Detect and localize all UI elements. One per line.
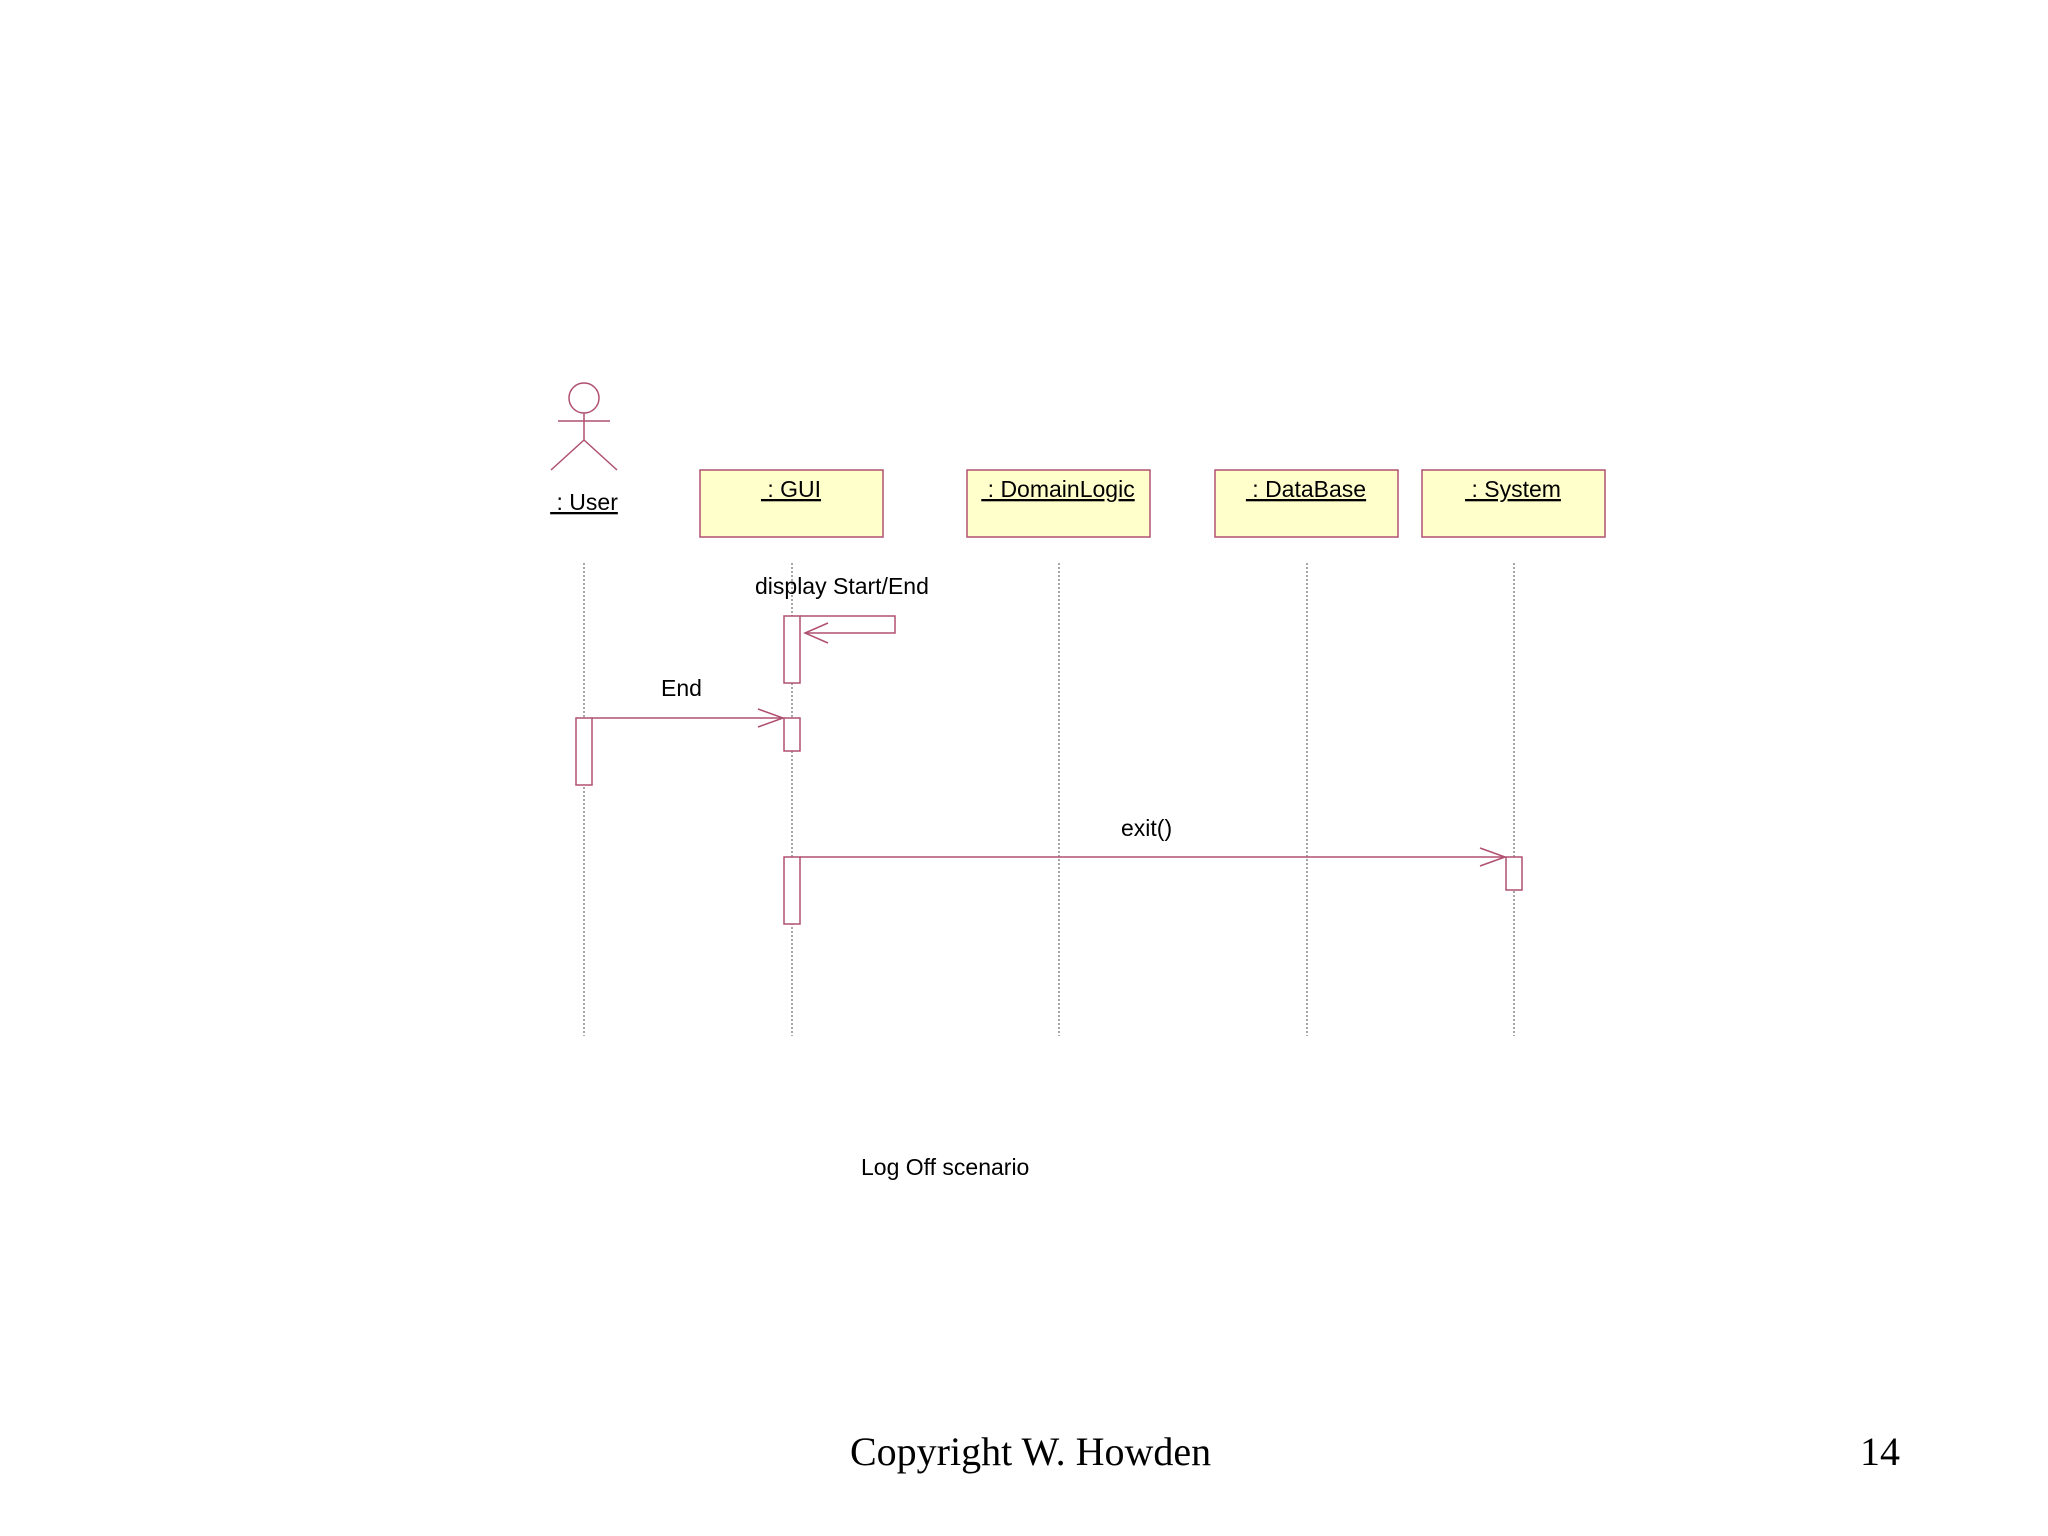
message-end: End [592, 675, 786, 728]
actor-label-user: : User [550, 489, 618, 515]
activation-user [575, 717, 593, 786]
stick-figure-icon [550, 382, 618, 471]
activation-gui-1 [783, 615, 801, 684]
object-label-domainlogic: : DomainLogic [981, 476, 1134, 502]
message-label-exit: exit() [1121, 815, 1172, 841]
activation-gui-2 [783, 717, 801, 752]
page-number: 14 [1860, 1429, 1900, 1474]
object-label-system: : System [1465, 476, 1561, 502]
open-arrowhead-icon [803, 622, 829, 644]
object-gui: : GUI [699, 469, 884, 538]
activation-gui-3 [783, 856, 801, 925]
message-label-end: End [661, 675, 702, 701]
open-arrowhead-icon [1479, 847, 1508, 867]
message-exit: exit() [800, 815, 1508, 867]
diagram-caption: Log Off scenario [861, 1154, 1029, 1180]
object-domainlogic: : DomainLogic [966, 469, 1151, 538]
message-display-start-end: display Start/End [755, 573, 929, 644]
object-label-gui: : GUI [761, 476, 821, 502]
object-database: : DataBase [1214, 469, 1399, 538]
activation-system [1505, 856, 1523, 891]
message-label-display-start-end: display Start/End [755, 573, 929, 599]
copyright-text: Copyright W. Howden [850, 1429, 1212, 1474]
object-system: : System [1421, 469, 1606, 538]
object-label-database: : DataBase [1246, 476, 1366, 502]
open-arrowhead-icon [757, 708, 786, 728]
actor-user: : User [550, 382, 618, 515]
